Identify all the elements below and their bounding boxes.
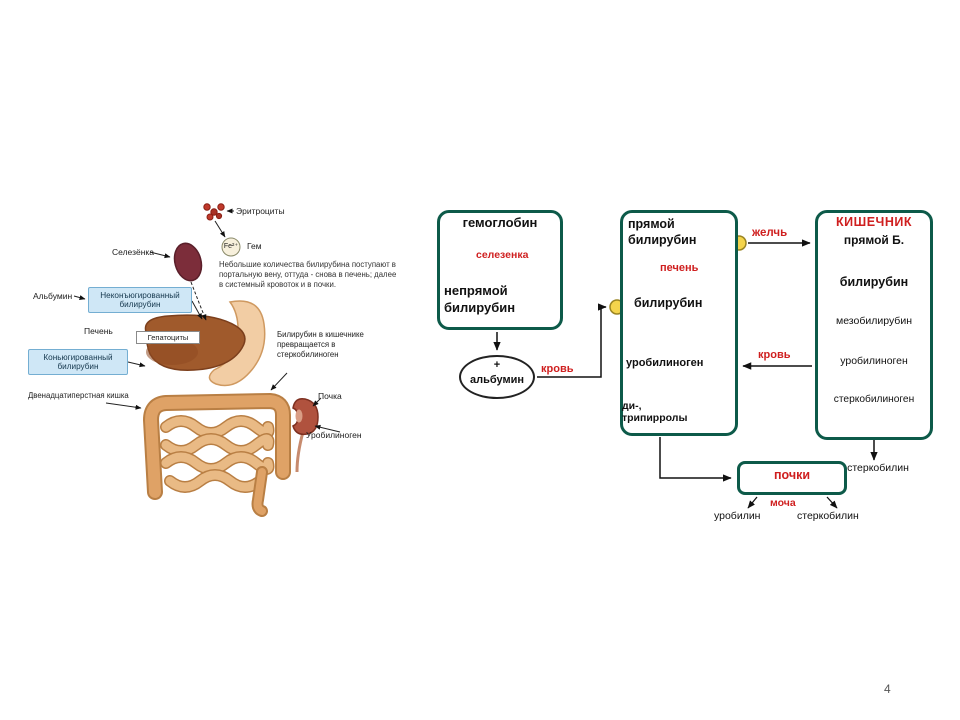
spleen-label: Селезёнка <box>112 247 155 257</box>
heme-label: Гем <box>247 241 262 251</box>
direct-bilirubin-line1: прямой <box>628 217 675 231</box>
kidneys-title: почки <box>773 468 811 482</box>
hemoglobin-box <box>437 210 563 330</box>
duodenum-label: Двенадцатиперстная кишка <box>28 391 129 400</box>
fe-label: Fe²⁺ <box>223 243 239 250</box>
hepatocytes-box: Гепатоциты <box>136 331 200 344</box>
urobilinogen-label: Уробилиноген <box>306 430 362 440</box>
spleen-step-text: селезенка <box>476 249 529 261</box>
stercobilin-right-text: стеркобилин <box>847 462 909 474</box>
portal-vein-note: Небольшие количества билирубина поступаю… <box>219 260 397 289</box>
unconjugated-bilirubin-box: Неконъюгированный билирубин <box>88 287 192 313</box>
direct-bilirubin-line2: билирубин <box>628 233 697 247</box>
intestine-box <box>815 210 933 440</box>
intestine-urobilinogen-text: уробилиноген <box>840 355 908 367</box>
stercobilinogen-text: стеркобилиноген <box>833 394 915 405</box>
kidney-label: Почка <box>318 391 342 401</box>
liver-urobilinogen-text: уробилиноген <box>626 357 704 369</box>
indirect-bilirubin-line1: непрямой <box>444 283 508 298</box>
erythrocytes-icon <box>203 203 225 221</box>
liver-bilirubin-text: билирубин <box>634 296 703 310</box>
stercobilin-bottom-text: стеркобилин <box>797 510 859 522</box>
urobilin-text: уробилин <box>714 510 761 522</box>
albumin-plus: + <box>493 359 501 371</box>
hemoglobin-text: гемоглобин <box>462 215 538 230</box>
conjugated-bilirubin-box: Коньюгированный билирубин <box>28 349 128 375</box>
rectum-shape <box>251 466 268 517</box>
pyrroles-text: ди-, трипирролы <box>622 400 688 424</box>
bile-label: желчь <box>752 227 788 239</box>
blood-return-label: кровь <box>758 349 791 361</box>
intestine-direct-text: прямой Б. <box>843 233 905 247</box>
indirect-bilirubin-line2: билирубин <box>444 300 516 315</box>
anatomy-arrows <box>73 208 341 433</box>
blood-to-liver-label: кровь <box>541 363 574 375</box>
liver-label: Печень <box>84 326 113 336</box>
small-intestine-shape <box>160 415 275 493</box>
liver-organ-label: печень <box>660 262 699 274</box>
spleen-shape <box>173 242 203 282</box>
liver-flow-box <box>620 210 738 436</box>
albumin-label: Альбумин <box>33 291 73 301</box>
kidney-shape <box>292 397 319 473</box>
albumin-oval <box>459 355 535 399</box>
erythrocytes-label: Эритроциты <box>236 206 285 216</box>
mesobilirubin-text: мезобилирубин <box>835 315 912 327</box>
fe-circle <box>221 237 241 257</box>
intestine-title: КИШЕЧНИК <box>836 215 912 229</box>
albumin-text: альбумин <box>469 374 525 386</box>
page-number: 4 <box>884 682 891 696</box>
intestine-bilirubin-text: билирубин <box>839 275 909 289</box>
urine-label: моча <box>770 497 796 509</box>
kidneys-box <box>737 461 847 495</box>
large-intestine-shape <box>142 392 291 500</box>
intestine-note: Билирубин в кишечнике превращается в сте… <box>277 330 364 359</box>
